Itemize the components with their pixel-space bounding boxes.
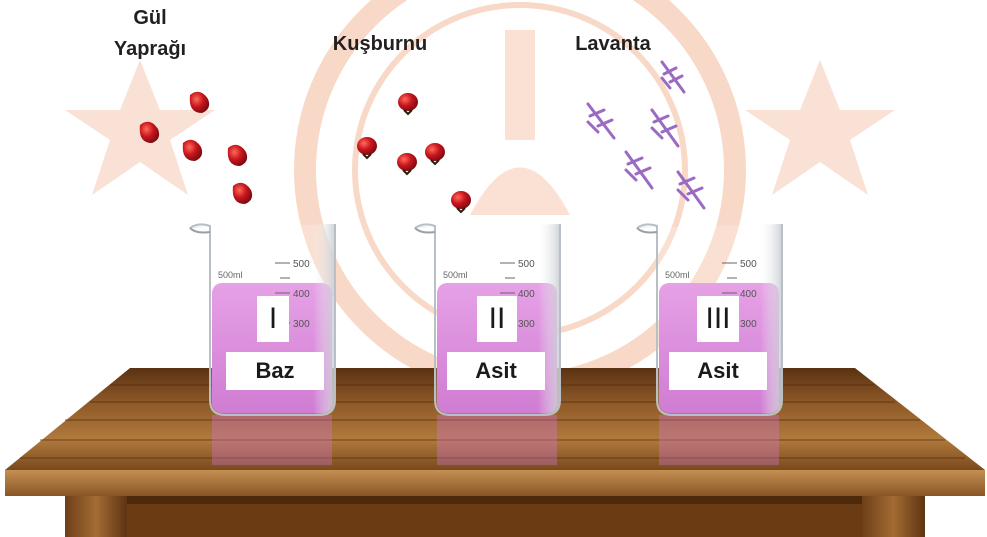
rose-petal-icon	[189, 91, 210, 113]
lavender-sprig-icon	[624, 150, 654, 190]
svg-text:300: 300	[518, 319, 535, 330]
svg-text:500: 500	[740, 259, 757, 270]
plant-label-3: Lavanta	[575, 33, 651, 55]
rose-petal-icon	[182, 139, 203, 161]
beaker-3-result: Asit	[669, 352, 767, 390]
rosehip-berry-icon	[451, 191, 471, 214]
svg-text:400: 400	[293, 289, 310, 300]
lavender-sprig-icon	[660, 60, 686, 94]
rosehip-berry-icon	[425, 143, 445, 166]
beaker-2-result: Asit	[447, 352, 545, 390]
svg-text:300: 300	[293, 319, 310, 330]
svg-text:400: 400	[518, 289, 535, 300]
plant-label-1: Gül Yaprağı	[95, 6, 205, 62]
rosehip-berries	[357, 93, 471, 214]
plant-label-1-line2: Yaprağı	[113, 38, 187, 60]
svg-text:400: 400	[740, 289, 757, 300]
rosehip-berry-icon	[398, 93, 418, 116]
beaker-1-result: Baz	[226, 352, 324, 390]
svg-text:500ml: 500ml	[218, 270, 243, 280]
beaker-1-number: I	[257, 296, 289, 342]
rosehip-berry-icon	[397, 153, 417, 176]
lavender-sprig-icon	[650, 108, 680, 148]
rosehip-berry-icon	[357, 137, 377, 160]
lavender-sprig-icon	[586, 102, 616, 140]
lavender-sprigs	[586, 60, 706, 210]
rose-petal-icon	[139, 121, 160, 143]
beaker-2-number: II	[477, 296, 517, 342]
rose-petal-icon	[232, 182, 253, 204]
plant-label-2: Kuşburnu	[332, 33, 428, 55]
beaker-reflections	[212, 415, 779, 465]
rose-petal-icon	[227, 144, 248, 166]
svg-text:500: 500	[518, 259, 535, 270]
svg-text:300: 300	[740, 319, 757, 330]
svg-text:500: 500	[293, 259, 310, 270]
svg-text:500ml: 500ml	[665, 270, 690, 280]
rose-petals	[139, 91, 253, 204]
beaker-3-number: III	[697, 296, 739, 342]
svg-text:500ml: 500ml	[443, 270, 468, 280]
lavender-sprig-icon	[676, 170, 706, 210]
plant-label-1-line1: Gül	[133, 7, 167, 29]
